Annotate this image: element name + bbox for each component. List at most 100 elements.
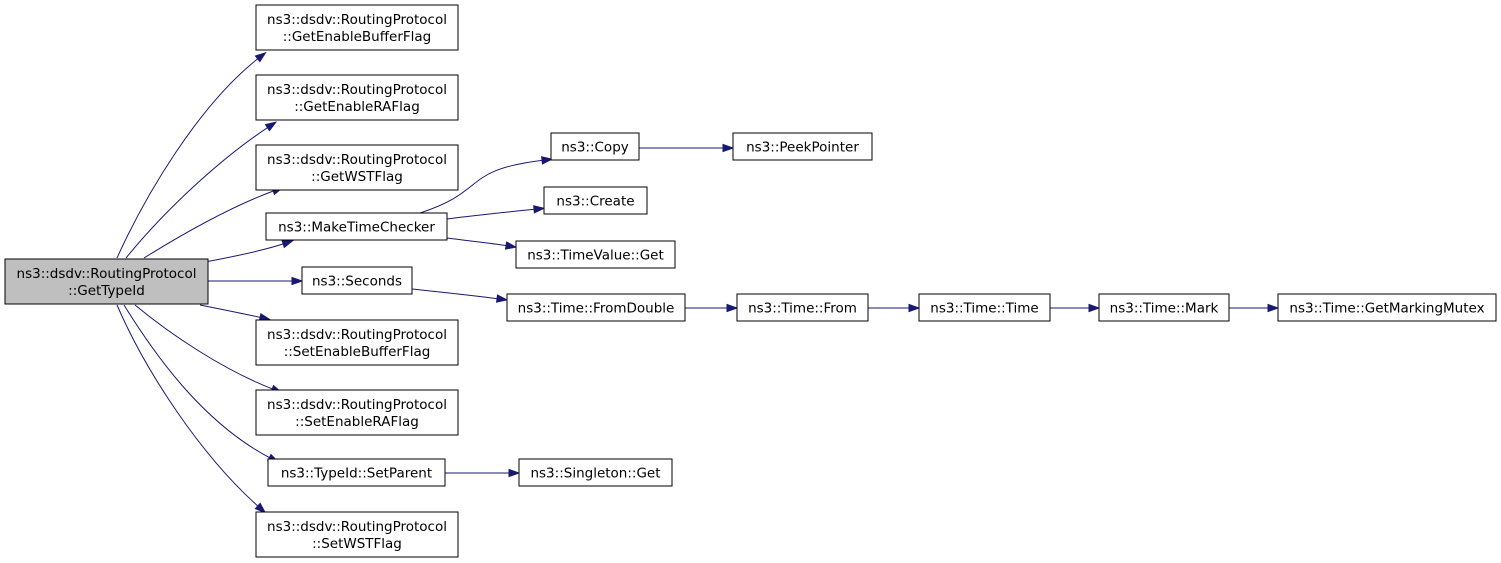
edge-root-to-make-time-checker (204, 240, 295, 263)
node-box (1098, 293, 1230, 322)
arrowhead-icon (254, 51, 267, 63)
node-get-wst-flag[interactable]: ns3::dsdv::RoutingProtocol::GetWSTFlag (255, 144, 459, 191)
node-create[interactable]: ns3::Create (543, 186, 648, 215)
node-box (267, 458, 446, 487)
node-label-line: ::GetTypeId (68, 283, 145, 299)
arrowhead-icon (533, 205, 546, 214)
edge-time-mark-to-time-get-marking-mutex (1229, 303, 1280, 313)
edge-line (116, 56, 261, 259)
call-graph-nodes: ns3::dsdv::RoutingProtocol::GetTypeIdns3… (4, 4, 1497, 558)
arrowhead-icon (726, 303, 739, 313)
edge-make-time-checker-to-create (446, 205, 546, 220)
node-make-time-checker[interactable]: ns3::MakeTimeChecker (265, 212, 448, 241)
node-label-line: ns3::Create (556, 194, 634, 210)
node-time-get-marking-mutex[interactable]: ns3::Time::GetMarkingMutex (1277, 293, 1497, 322)
edge-line (419, 159, 546, 214)
edge-time-time-to-time-mark (1050, 303, 1101, 313)
node-box (732, 132, 873, 161)
node-label-line: ns3::Seconds (312, 274, 402, 290)
node-box (255, 74, 459, 121)
node-set-parent[interactable]: ns3::TypeId::SetParent (267, 458, 446, 487)
node-label-line: ns3::Time::GetMarkingMutex (1289, 301, 1484, 317)
node-box (255, 389, 459, 436)
node-box (255, 144, 459, 191)
node-box (506, 293, 686, 322)
edge-line (204, 242, 287, 263)
node-label-line: ns3::Time::Time (930, 301, 1038, 317)
node-box (918, 293, 1051, 322)
node-time-time[interactable]: ns3::Time::Time (918, 293, 1051, 322)
arrowhead-icon (541, 156, 554, 165)
edge-root-to-seconds (208, 276, 304, 286)
arrowhead-icon (1267, 303, 1280, 313)
edge-line (125, 125, 271, 259)
node-time-from-double[interactable]: ns3::Time::FromDouble (506, 293, 686, 322)
node-label-line: ns3::PeekPointer (746, 140, 859, 156)
node-copy[interactable]: ns3::Copy (550, 132, 640, 161)
edge-line (199, 304, 264, 319)
edge-seconds-to-time-from-double (411, 288, 509, 303)
node-seconds[interactable]: ns3::Seconds (301, 266, 413, 295)
node-label-line: ns3::TypeId::SetParent (281, 466, 432, 482)
node-label-line: ns3::dsdv::RoutingProtocol (267, 519, 447, 535)
node-box (550, 132, 640, 161)
node-get-enable-buffer-flag[interactable]: ns3::dsdv::RoutingProtocol::GetEnableBuf… (255, 4, 459, 51)
node-label-line: ::GetEnableBufferFlag (283, 29, 431, 45)
node-set-wst-flag[interactable]: ns3::dsdv::RoutingProtocol::SetWSTFlag (255, 511, 459, 558)
edge-copy-to-peek-pointer (639, 143, 735, 153)
node-label-line: ns3::dsdv::RoutingProtocol (267, 152, 447, 168)
node-box (515, 240, 676, 269)
node-box (255, 511, 459, 558)
node-box (255, 4, 459, 51)
arrowhead-icon (264, 121, 278, 132)
edge-set-parent-to-singleton-get (445, 468, 521, 478)
edge-root-to-get-wst-flag (143, 187, 284, 259)
edge-time-from-double-to-time-from (685, 303, 739, 313)
arrowhead-icon (722, 143, 735, 153)
node-label-line: ns3::Time::FromDouble (518, 301, 675, 317)
node-label-line: ::GetEnableRAFlag (294, 99, 420, 115)
node-box (301, 266, 413, 295)
node-get-enable-ra-flag[interactable]: ns3::dsdv::RoutingProtocol::GetEnableRAF… (255, 74, 459, 121)
edge-time-from-to-time-time (868, 303, 921, 313)
node-label-line: ::SetWSTFlag (312, 536, 402, 552)
node-set-enable-ra-flag[interactable]: ns3::dsdv::RoutingProtocol::SetEnableRAF… (255, 389, 459, 436)
node-label-line: ns3::dsdv::RoutingProtocol (267, 397, 447, 413)
node-time-mark[interactable]: ns3::Time::Mark (1098, 293, 1230, 322)
edge-root-to-set-wst-flag (116, 304, 267, 514)
edge-make-time-checker-to-time-value-get (446, 237, 518, 250)
node-box (543, 186, 648, 215)
node-peek-pointer[interactable]: ns3::PeekPointer (732, 132, 873, 161)
edge-root-to-set-parent (123, 304, 280, 463)
node-set-enable-buffer-flag[interactable]: ns3::dsdv::RoutingProtocol::SetEnableBuf… (255, 319, 459, 366)
node-time-value-get[interactable]: ns3::TimeValue::Get (515, 240, 676, 269)
node-singleton-get[interactable]: ns3::Singleton::Get (518, 458, 673, 487)
edge-line (123, 304, 273, 460)
arrowhead-icon (254, 502, 267, 514)
node-time-from[interactable]: ns3::Time::From (736, 293, 869, 322)
node-label-line: ns3::dsdv::RoutingProtocol (267, 327, 447, 343)
node-label-line: ::SetEnableBufferFlag (284, 344, 431, 360)
node-label-line: ns3::dsdv::RoutingProtocol (267, 82, 447, 98)
node-label-line: ns3::MakeTimeChecker (278, 220, 435, 236)
arrowhead-icon (291, 276, 304, 286)
node-root[interactable]: ns3::dsdv::RoutingProtocol::GetTypeId (4, 258, 209, 305)
edge-line (446, 237, 510, 247)
arrowhead-icon (495, 294, 509, 303)
node-box (265, 212, 448, 241)
arrowhead-icon (908, 303, 921, 313)
edge-make-time-checker-to-copy (419, 156, 554, 214)
edge-root-to-get-enable-ra-flag (125, 121, 278, 259)
call-graph-edges (116, 51, 1280, 514)
node-box (255, 319, 459, 366)
node-label-line: ns3::TimeValue::Get (527, 248, 664, 264)
node-label-line: ::GetWSTFlag (311, 169, 403, 185)
edge-line (134, 304, 276, 391)
node-label-line: ns3::Singleton::Get (530, 466, 660, 482)
node-box (1277, 293, 1497, 322)
edge-line (143, 189, 277, 259)
edge-root-to-get-enable-buffer-flag (116, 51, 267, 259)
node-label-line: ns3::dsdv::RoutingProtocol (17, 266, 197, 282)
edge-line (116, 304, 261, 509)
arrowhead-icon (504, 241, 518, 250)
